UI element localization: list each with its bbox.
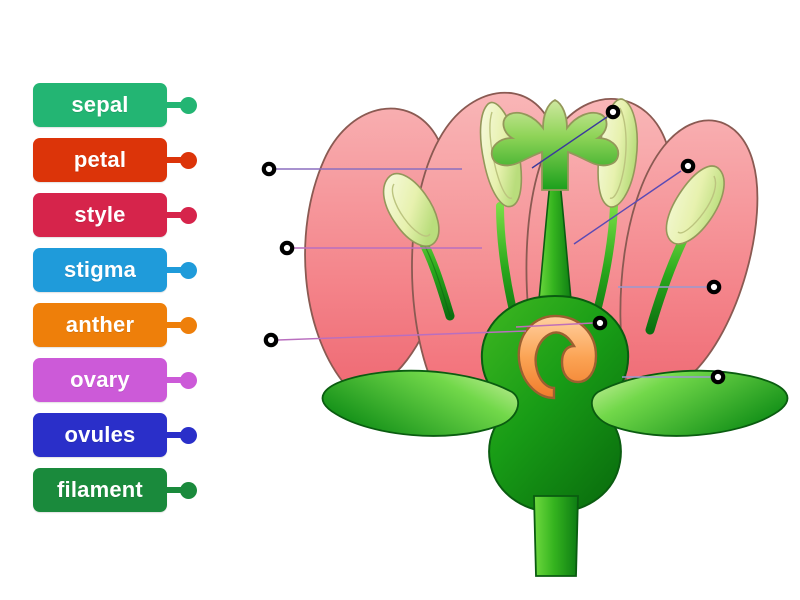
label-item-ovary[interactable]: ovary [33,358,197,402]
label-chip[interactable]: stigma [33,248,167,292]
target-markers-layer [261,104,726,385]
connector-knob[interactable] [180,206,197,224]
connector-knob[interactable] [180,151,197,169]
connector-stub [167,157,181,163]
label-chip[interactable]: petal [33,138,167,182]
label-text: ovules [64,422,136,447]
leader-lines [276,116,711,378]
connector-stub [167,322,181,328]
label-chip[interactable]: style [33,193,167,237]
label-item-filament[interactable]: filament [33,468,197,512]
drop-target-6[interactable] [706,279,722,295]
label-chip[interactable]: ovules [33,413,167,457]
label-item-petal[interactable]: petal [33,138,197,182]
connector-stub [167,487,181,493]
flower-stalk [533,495,579,577]
drop-target-7[interactable] [592,315,608,331]
connector-knob[interactable] [180,96,197,114]
label-item-sepal[interactable]: sepal [33,83,197,127]
label-text: ovary [70,367,130,392]
connector-knob[interactable] [180,371,197,389]
leader-line-3 [277,330,527,341]
label-chip[interactable]: filament [33,468,167,512]
label-chip[interactable]: anther [33,303,167,347]
drop-target-1[interactable] [261,161,277,177]
connector-stub [167,377,181,383]
label-text: anther [65,312,135,337]
label-item-style[interactable]: style [33,193,197,237]
connector-knob[interactable] [180,261,197,279]
label-text: sepal [71,92,129,117]
label-item-ovules[interactable]: ovules [33,413,197,457]
drop-target-3[interactable] [263,332,279,348]
label-chip[interactable]: ovary [33,358,167,402]
leader-line-7 [515,322,594,328]
label-item-stigma[interactable]: stigma [33,248,197,292]
connector-knob[interactable] [180,316,197,334]
label-text: petal [73,147,127,172]
label-chip[interactable]: sepal [33,83,167,127]
draggable-label-list: sepal petal style stigma [0,0,220,600]
drop-target-4[interactable] [605,104,621,120]
connector-stub [167,267,181,273]
label-text: style [74,202,126,227]
connector-knob[interactable] [180,426,197,444]
label-item-anther[interactable]: anther [33,303,197,347]
label-text: filament [57,477,143,502]
ovary-group [480,294,630,514]
connector-stub [167,102,181,108]
leader-line-5 [573,170,682,245]
leader-line-4 [531,116,608,169]
drop-target-2[interactable] [279,240,295,256]
drop-target-8[interactable] [710,369,726,385]
connector-stub [167,432,181,438]
sepal-leaves [321,369,789,437]
connector-knob[interactable] [180,481,197,499]
flower-cross-section-diagram [220,0,800,600]
connector-stub [167,212,181,218]
label-text: stigma [63,257,137,282]
drop-target-5[interactable] [680,158,696,174]
drop-targets[interactable] [261,104,726,385]
